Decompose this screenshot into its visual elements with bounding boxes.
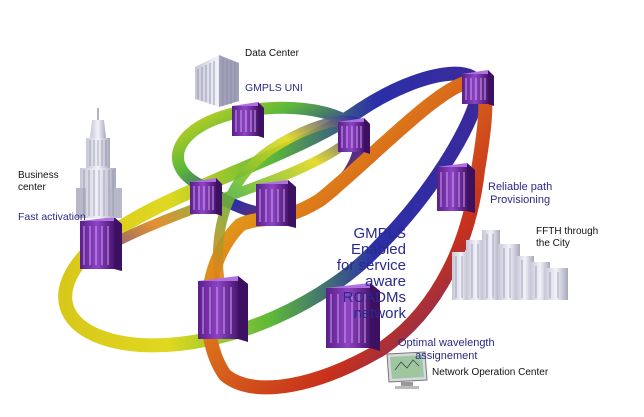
business-center-label: Business center <box>18 170 59 193</box>
ffth-label: FFTH through the City <box>536 226 599 249</box>
roadm-node-icon <box>198 276 248 342</box>
gmpls-uni-label: GMPLS UNI <box>245 82 303 94</box>
optimal-wavelength-label: Optimal wavelength assignement <box>398 337 495 362</box>
monitor-icon <box>386 351 428 389</box>
office-tower-icon <box>76 108 122 218</box>
reliable-path-label: Reliable path Provisioning <box>488 181 553 206</box>
fast-activation-label: Fast activation <box>18 211 86 223</box>
roadm-node-icon <box>256 180 296 228</box>
gmpls-enabled-label: GMPLS Enabled for service aware ROADMs n… <box>336 225 406 322</box>
network-operation-center-label: Network Operation Center <box>432 367 549 378</box>
roadm-node-icon <box>80 217 122 271</box>
roadm-node-icon <box>190 178 222 216</box>
roadm-node-icon <box>232 102 264 138</box>
roadm-node-icon <box>338 118 370 154</box>
ring-left <box>58 66 486 353</box>
roadm-node-icon <box>437 163 475 213</box>
roadm-node-icon <box>462 70 494 106</box>
city-skyline-icon <box>452 230 568 300</box>
data-center-label: Data Center <box>245 48 299 59</box>
roadm-node-icon <box>326 283 380 351</box>
data-center-building-icon <box>195 55 239 107</box>
